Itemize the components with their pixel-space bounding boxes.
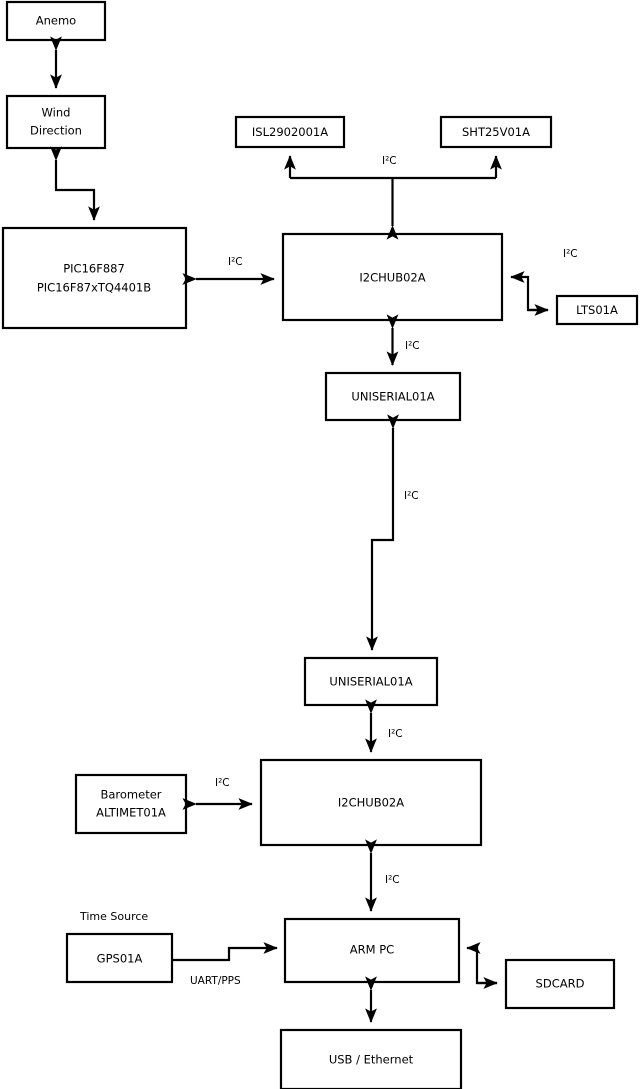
node-usb-ethernet[interactable]: USB / Ethernet [279, 1028, 463, 1089]
node-pic16f887-label-line2: PIC16F87xTQ4401B [37, 281, 151, 295]
edge-arm-pc-sdcard [466, 942, 498, 989]
edge-pic-i2chub-top: I²C [182, 256, 275, 285]
label-time-source: Time Source [79, 910, 148, 923]
node-uniserial01a-lower-label: UNISERIAL01A [329, 675, 412, 689]
edge-pic-wind-path [50, 146, 100, 221]
node-i2chub02a-top-box[interactable] [281, 232, 504, 322]
node-pic16f887-box[interactable] [1, 226, 188, 330]
edge-pic-wind-direction [50, 146, 100, 221]
edge-label-i2c-top-bus: I²C [382, 155, 397, 167]
edge-label-i2c-uniser-link: I²C [404, 490, 419, 502]
node-i2chub02a-bottom-label: I2CHUB02A [338, 796, 404, 810]
edge-label-i2c-pic-hub: I²C [228, 256, 243, 268]
edge-label-i2c-hub-uniser: I²C [405, 340, 420, 352]
node-pic16f887-label-line1: PIC16F887 [63, 262, 125, 276]
node-barometer-label-line2: ALTIMET01A [96, 806, 166, 820]
node-usb-ethernet-box[interactable] [279, 1028, 463, 1089]
edge-i2chub-top-lts01a: I²C [510, 248, 578, 316]
node-barometer-altimet01a-box[interactable] [74, 773, 188, 835]
edge-uniserial-upper-lower: I²C [366, 414, 419, 651]
node-sht25v01a-box[interactable] [439, 115, 553, 149]
node-usb-ethernet-label: USB / Ethernet [329, 1053, 414, 1067]
node-isl2902001a-box[interactable] [234, 115, 346, 149]
node-i2chub02a-top[interactable]: I2CHUB02A [281, 232, 504, 322]
node-barometer-altimet01a[interactable]: Barometer ALTIMET01A [74, 773, 188, 835]
node-sht25v01a[interactable]: SHT25V01A [439, 115, 553, 149]
node-sdcard-box[interactable] [504, 958, 616, 1010]
edge-i2chub-top-sensor-bus: I²C [284, 155, 502, 240]
node-uniserial01a-upper[interactable]: UNISERIAL01A [324, 371, 462, 422]
edge-label-i2c-uniser-hub: I²C [388, 728, 403, 740]
node-pic16f887[interactable]: PIC16F887 PIC16F87xTQ4401B [1, 226, 188, 330]
node-gps01a-label: GPS01A [97, 952, 143, 966]
edge-gps-armpc-path [172, 942, 278, 962]
node-arm-pc-box[interactable] [283, 917, 461, 984]
node-gps01a[interactable]: GPS01A [65, 932, 174, 984]
node-arm-pc[interactable]: ARM PC [283, 917, 461, 984]
node-sdcard-label: SDCARD [536, 977, 585, 991]
node-isl2902001a-label: ISL2902001A [252, 125, 328, 139]
edge-barometer-i2chub-bottom: I²C [182, 777, 253, 810]
node-gps01a-box[interactable] [65, 932, 174, 984]
edge-label-i2c-hub-arm: I²C [385, 874, 400, 886]
edge-gps-arm-pc: UART/PPS [172, 942, 278, 987]
node-i2chub02a-bottom-box[interactable] [259, 758, 483, 847]
node-uniserial01a-lower[interactable]: UNISERIAL01A [303, 656, 439, 707]
edge-label-i2c-hub-lts: I²C [563, 248, 578, 260]
node-barometer-label-line1: Barometer [100, 788, 161, 802]
node-anemo-label: Anemo [36, 14, 76, 28]
edge-i2chub-bottom-arm-pc: I²C [365, 839, 400, 912]
node-lts01a-label: LTS01A [576, 303, 618, 317]
node-sdcard[interactable]: SDCARD [504, 958, 616, 1010]
edge-label-uart-pps: UART/PPS [190, 975, 241, 987]
node-arm-pc-label: ARM PC [350, 943, 394, 957]
edge-lts-to-i2chub-path [510, 271, 548, 312]
node-isl2902001a[interactable]: ISL2902001A [234, 115, 346, 149]
node-wind-direction[interactable]: Wind Direction [5, 94, 107, 150]
node-lts01a-box[interactable] [555, 294, 639, 326]
edge-uniserial-link-path [366, 414, 399, 651]
node-i2chub02a-top-label: I2CHUB02A [359, 271, 425, 285]
node-wind-direction-label-line1: Wind [42, 106, 71, 120]
node-i2chub02a-bottom[interactable]: I2CHUB02A [259, 758, 483, 847]
node-uniserial01a-upper-label: UNISERIAL01A [351, 390, 434, 404]
edge-label-i2c-baro-hub: I²C [215, 777, 230, 789]
node-sht25v01a-label: SHT25V01A [462, 125, 530, 139]
node-uniserial01a-upper-box[interactable] [324, 371, 462, 422]
node-wind-direction-label-line2: Direction [30, 124, 82, 138]
node-lts01a[interactable]: LTS01A [555, 294, 639, 326]
node-wind-direction-box[interactable] [5, 94, 107, 150]
node-anemo[interactable]: Anemo [5, 0, 107, 42]
edge-i2chub-top-uniserial-upper: I²C [386, 314, 420, 366]
edge-uniserial-lower-i2chub-bottom: I²C [365, 699, 403, 753]
edge-sdcard-to-armpc-path [466, 942, 497, 985]
